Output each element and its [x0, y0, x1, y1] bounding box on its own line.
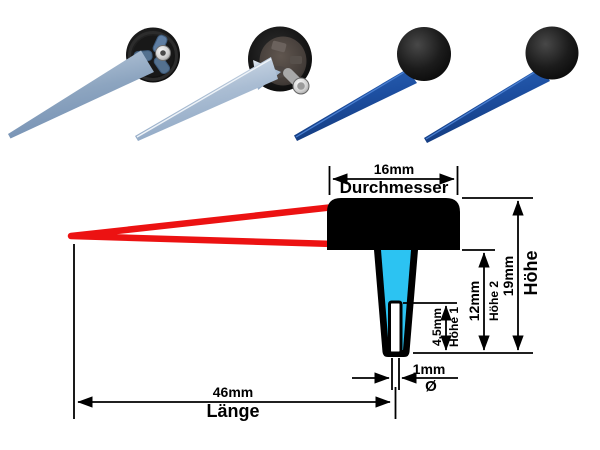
dim-height1-label: Höhe 1: [447, 307, 461, 347]
hub-hole: [160, 50, 166, 56]
blade-highlight: [425, 67, 542, 140]
technical-drawing: 16mm Durchmesser 19mm Höhe 12mm Höhe 2 4…: [67, 161, 541, 421]
dim-height2-label: Höhe 2: [487, 281, 501, 321]
mech-detail: [290, 56, 302, 64]
photo-hand-steel-blue-back-view: [8, 27, 180, 139]
hand-blade: [8, 50, 154, 139]
hand-blade: [294, 69, 417, 141]
dim-length-lines: [73, 244, 391, 419]
knob-front: [397, 27, 451, 81]
knob-rim: [128, 31, 178, 81]
mech-detail: [271, 40, 287, 53]
pin-end-center: [297, 82, 305, 90]
photo-hand-steel-blue-back-view-angled: [135, 26, 312, 141]
dim-diameter-value: 16mm: [374, 161, 414, 177]
photo-hand-dark-blue-front-view-2: [424, 26, 579, 143]
dim-diameter: [328, 166, 459, 195]
dim-height2-value: 12mm: [466, 281, 482, 321]
shaft-hole-slot: [388, 300, 403, 355]
dim-height1-value: 4,5mm: [430, 308, 444, 346]
dim-height-value: 19mm: [500, 256, 516, 296]
dim-length-value: 46mm: [213, 384, 253, 400]
dim-hole-label: Ø: [425, 378, 437, 395]
knob-front: [525, 26, 579, 80]
knob-cross-section: [327, 198, 460, 250]
hand-blade: [135, 57, 278, 141]
red-hand-outline: [67, 203, 338, 248]
dim-hole-lines: [352, 358, 458, 419]
dim-length-label: Länge: [206, 401, 259, 421]
photo-hand-dark-blue-front-view: [294, 27, 451, 141]
blade-highlight: [295, 69, 408, 138]
dim-height-label: Höhe: [521, 251, 541, 296]
dim-extension-lines: [403, 197, 533, 354]
hand-blade: [424, 67, 550, 143]
dim-diameter-label: Durchmesser: [340, 178, 449, 197]
dim-hole-value: 1mm: [413, 361, 446, 377]
blade-highlight: [136, 58, 272, 138]
